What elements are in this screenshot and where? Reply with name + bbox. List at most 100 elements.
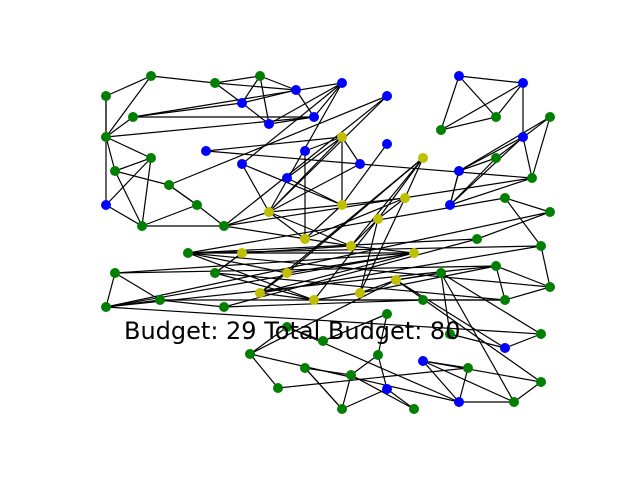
- graph-node-green[interactable]: [337, 404, 347, 414]
- graph-node-blue[interactable]: [237, 98, 247, 108]
- graph-node-yellow[interactable]: [237, 248, 247, 258]
- graph-node-green[interactable]: [491, 153, 501, 163]
- graph-node-green[interactable]: [300, 363, 310, 373]
- graph-node-yellow[interactable]: [337, 200, 347, 210]
- graph-edge: [286, 177, 343, 206]
- graph-edge: [105, 204, 143, 227]
- graph-node-green[interactable]: [101, 91, 111, 101]
- graph-node-green[interactable]: [545, 282, 555, 292]
- graph-node-yellow[interactable]: [391, 275, 401, 285]
- graph-node-blue[interactable]: [355, 159, 365, 169]
- graph-node-yellow[interactable]: [418, 153, 428, 163]
- graph-node-green[interactable]: [536, 241, 546, 251]
- graph-edge: [422, 360, 515, 403]
- graph-node-blue[interactable]: [418, 356, 428, 366]
- graph-node-blue[interactable]: [264, 119, 274, 129]
- graph-edge: [440, 272, 451, 335]
- graph-edge: [132, 82, 343, 118]
- graph-edge: [268, 116, 315, 125]
- graph-node-yellow[interactable]: [355, 288, 365, 298]
- graph-node-blue[interactable]: [382, 91, 392, 101]
- graph-node-green[interactable]: [210, 78, 220, 88]
- graph-node-green[interactable]: [536, 329, 546, 339]
- graph-node-green[interactable]: [110, 268, 120, 278]
- graph-node-yellow[interactable]: [282, 268, 292, 278]
- graph-node-green[interactable]: [255, 71, 265, 81]
- graph-node-green[interactable]: [210, 268, 220, 278]
- graph-node-green[interactable]: [192, 200, 202, 210]
- graph-edge: [114, 272, 161, 301]
- graph-edge: [223, 238, 478, 308]
- graph-node-green[interactable]: [373, 350, 383, 360]
- graph-node-yellow[interactable]: [264, 207, 274, 217]
- graph-node-green[interactable]: [536, 377, 546, 387]
- graph-edge: [458, 367, 469, 403]
- graph-edge: [313, 292, 361, 301]
- graph-node-blue[interactable]: [201, 146, 211, 156]
- graph-edge: [259, 252, 415, 294]
- graph-node-blue[interactable]: [454, 166, 464, 176]
- graph-node-blue[interactable]: [237, 159, 247, 169]
- graph-node-blue[interactable]: [382, 384, 392, 394]
- graph-node-green[interactable]: [436, 268, 446, 278]
- graph-node-blue[interactable]: [518, 132, 528, 142]
- graph-node-blue[interactable]: [382, 139, 392, 149]
- graph-node-green[interactable]: [128, 112, 138, 122]
- graph-node-yellow[interactable]: [255, 288, 265, 298]
- graph-node-blue[interactable]: [291, 85, 301, 95]
- graph-node-blue[interactable]: [445, 200, 455, 210]
- graph-node-green[interactable]: [436, 125, 446, 135]
- graph-node-green[interactable]: [282, 322, 292, 332]
- graph-edge: [223, 211, 270, 227]
- graph-node-green[interactable]: [146, 153, 156, 163]
- graph-node-blue[interactable]: [454, 397, 464, 407]
- graph-edge: [495, 82, 524, 118]
- graph-node-green[interactable]: [418, 295, 428, 305]
- graph-node-green[interactable]: [545, 112, 555, 122]
- graph-node-green[interactable]: [491, 261, 501, 271]
- graph-node-green[interactable]: [472, 234, 482, 244]
- graph-node-green[interactable]: [219, 302, 229, 312]
- graph-node-yellow[interactable]: [300, 234, 310, 244]
- graph-node-blue[interactable]: [282, 173, 292, 183]
- graph-node-green[interactable]: [500, 295, 510, 305]
- graph-node-green[interactable]: [545, 207, 555, 217]
- graph-node-green[interactable]: [527, 173, 537, 183]
- graph-node-green[interactable]: [146, 71, 156, 81]
- graph-node-green[interactable]: [245, 349, 255, 359]
- graph-node-green[interactable]: [463, 363, 473, 373]
- graph-node-green[interactable]: [273, 383, 283, 393]
- graph-node-green[interactable]: [164, 180, 174, 190]
- graph-node-green[interactable]: [346, 370, 356, 380]
- graph-node-green[interactable]: [500, 193, 510, 203]
- graph-node-green[interactable]: [155, 295, 165, 305]
- graph-node-yellow[interactable]: [373, 214, 383, 224]
- graph-node-green[interactable]: [183, 248, 193, 258]
- graph-node-yellow[interactable]: [309, 295, 319, 305]
- graph-node-green[interactable]: [318, 336, 328, 346]
- graph-node-green[interactable]: [101, 132, 111, 142]
- graph-node-blue[interactable]: [500, 343, 510, 353]
- graph-edge: [105, 116, 134, 138]
- graph-node-green[interactable]: [382, 309, 392, 319]
- graph-node-blue[interactable]: [454, 71, 464, 81]
- graph-node-yellow[interactable]: [337, 132, 347, 142]
- graph-node-green[interactable]: [219, 221, 229, 231]
- graph-node-blue[interactable]: [309, 112, 319, 122]
- graph-node-green[interactable]: [101, 302, 111, 312]
- graph-edge: [350, 354, 379, 376]
- graph-node-yellow[interactable]: [400, 193, 410, 203]
- graph-node-blue[interactable]: [300, 146, 310, 156]
- graph-node-blue[interactable]: [337, 78, 347, 88]
- graph-node-blue[interactable]: [518, 78, 528, 88]
- graph-node-green[interactable]: [445, 329, 455, 339]
- graph-node-yellow[interactable]: [346, 241, 356, 251]
- graph-node-green[interactable]: [110, 166, 120, 176]
- graph-node-green[interactable]: [137, 221, 147, 231]
- graph-node-green[interactable]: [509, 397, 519, 407]
- graph-node-blue[interactable]: [101, 200, 111, 210]
- graph-node-yellow[interactable]: [409, 248, 419, 258]
- graph-node-green[interactable]: [491, 112, 501, 122]
- graph-node-green[interactable]: [409, 404, 419, 414]
